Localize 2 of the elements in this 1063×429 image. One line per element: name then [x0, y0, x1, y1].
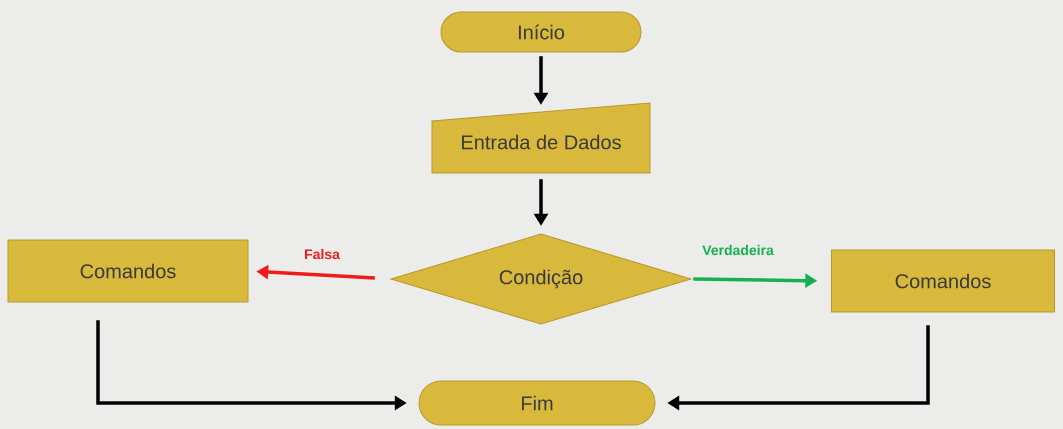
process-box: Comandos	[831, 249, 1055, 313]
process-box: Comandos	[7, 239, 249, 303]
